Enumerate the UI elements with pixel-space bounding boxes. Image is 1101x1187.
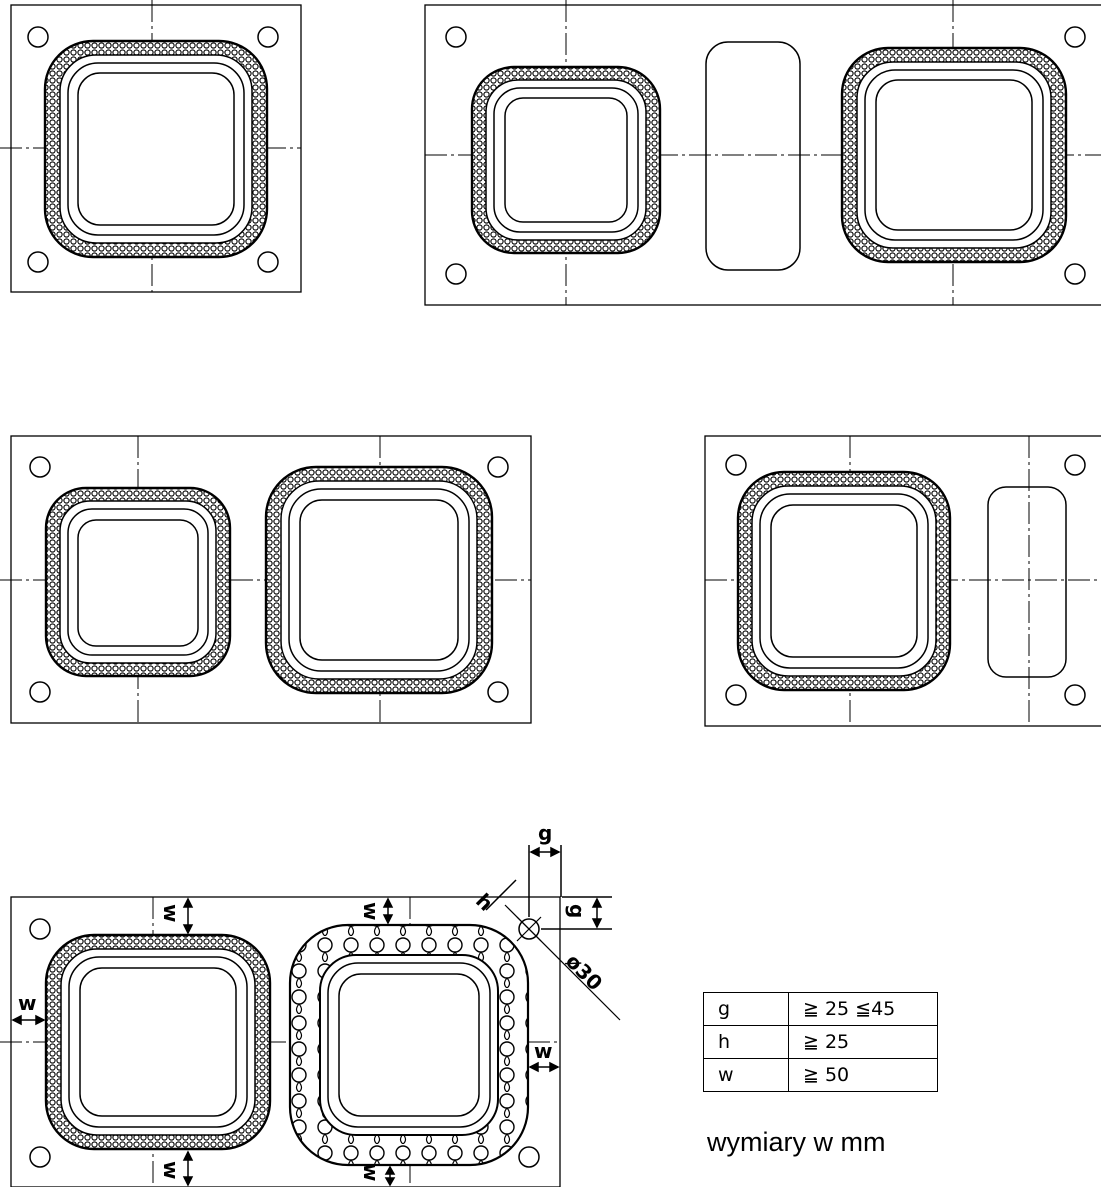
- label-w-right: w: [534, 1039, 552, 1063]
- row-value: ≧ 50: [788, 1058, 938, 1092]
- row-value: ≧ 25 ≦45: [788, 992, 938, 1026]
- label-diameter: ø30: [561, 949, 607, 995]
- label-w-top-left: w: [159, 904, 183, 922]
- row-symbol: g: [703, 992, 789, 1026]
- units-note: wymiary w mm: [707, 1127, 886, 1157]
- label-g-side: g: [565, 904, 589, 918]
- label-w-top-right: w: [359, 902, 383, 920]
- dimension-limits-table: g ≧ 25 ≦45 h ≧ 25 w ≧ 50: [703, 992, 938, 1092]
- dimension-limits-table-wrap: g ≧ 25 ≦45 h ≧ 25 w ≧ 50: [703, 992, 938, 1092]
- label-w-left: w: [18, 991, 36, 1015]
- label-w-bottom-left: w: [159, 1161, 183, 1179]
- row-symbol: h: [703, 1025, 789, 1059]
- table-row: w ≧ 50: [703, 1058, 938, 1092]
- row-symbol: w: [703, 1058, 789, 1092]
- plate-single-cavity: [0, 0, 302, 293]
- label-h: h: [471, 889, 498, 916]
- plate-two-cavity-with-slot: [424, 0, 1101, 306]
- plate-dimensioned-layout: [0, 845, 621, 1187]
- plate-cavity-with-slot: [704, 435, 1101, 727]
- label-w-bottom-right: w: [359, 1163, 383, 1181]
- table-row: h ≧ 25: [703, 1025, 938, 1059]
- label-g-top: g: [538, 821, 552, 845]
- table-row: g ≧ 25 ≦45: [703, 992, 938, 1026]
- row-value: ≧ 25: [788, 1025, 938, 1059]
- plate-two-cavity-small-large: [0, 435, 532, 724]
